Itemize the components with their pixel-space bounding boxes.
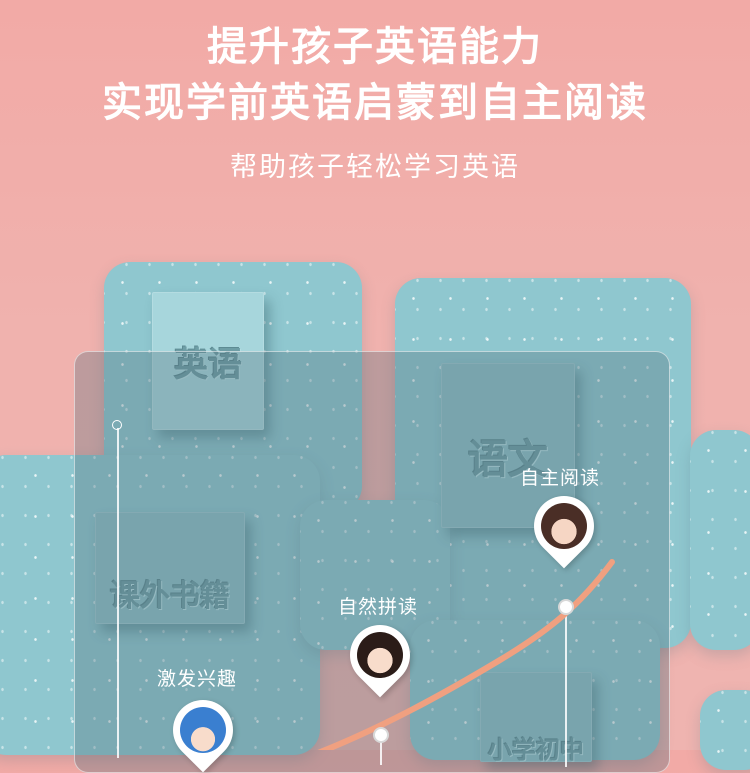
block-books: 课外书籍 <box>95 512 245 624</box>
block-books-label: 课外书籍 <box>110 579 230 614</box>
board-right-edge <box>690 430 750 650</box>
milestone-dot-reading <box>558 599 574 615</box>
block-chinese-label: 语文 <box>468 436 548 483</box>
guide-start-ring <box>112 420 122 430</box>
headline-line-1: 提升孩子英语能力 <box>207 24 543 70</box>
avatar-reading-icon <box>541 503 587 549</box>
glass-panel <box>74 351 670 773</box>
milestone-label-reading: 自主阅读 <box>520 467 601 489</box>
guide-line-start <box>117 428 119 758</box>
milestone-label-phonics: 自然拼读 <box>338 596 419 618</box>
guide-line-reading <box>565 607 567 767</box>
subtitle: 帮助孩子轻松学习英语 <box>230 152 520 183</box>
avatar-interest-icon <box>180 707 226 753</box>
milestone-dot-phonics <box>373 727 389 743</box>
growth-curve <box>317 559 615 750</box>
growth-curve-path <box>317 559 615 750</box>
avatar-phonics-icon <box>357 632 403 678</box>
headline-line-2: 实现学前英语启蒙到自主阅读 <box>102 80 648 126</box>
milestone-label-interest: 激发兴趣 <box>157 668 238 690</box>
